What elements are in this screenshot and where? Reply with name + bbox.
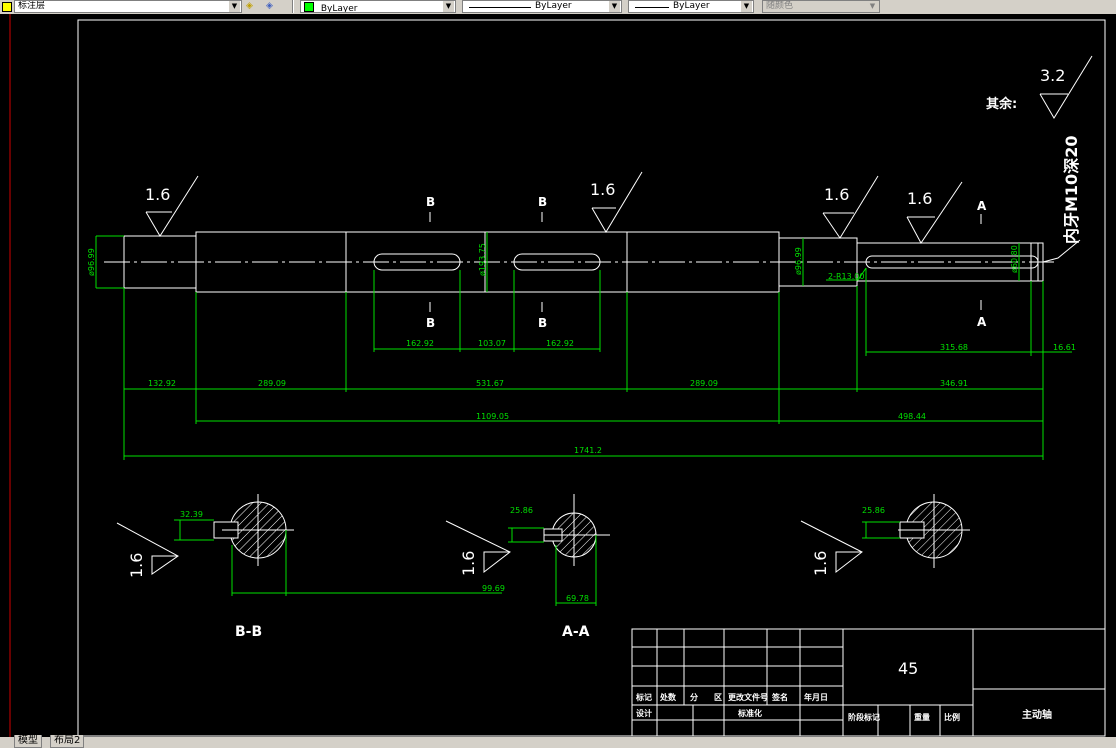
section-aa — [445, 494, 610, 574]
dimension-lines — [95, 232, 1072, 460]
section-mark-b-right-bottom: B — [538, 316, 547, 330]
roughness-symbols — [145, 55, 1093, 244]
color-swatch — [304, 2, 314, 12]
chevron-down-icon: ▼ — [229, 1, 240, 12]
toolbar-separator — [292, 0, 294, 13]
section-mark-a-top: A — [977, 199, 987, 213]
title-part-name: 主动轴 — [1022, 708, 1052, 721]
plotstyle-value: 随颜色 — [766, 1, 794, 11]
title-block-labels: 标记 处数 分 区 更改文件号 签名 年月日 设计 标准化 阶段标记 重量 比例 — [635, 692, 960, 722]
dim-seg2: 289.09 — [258, 379, 286, 388]
section-aa-dim-small: 25.86 — [510, 506, 533, 515]
chevron-down-icon: ▼ — [741, 1, 752, 12]
title-label-zone: 区 — [714, 693, 722, 702]
section-a — [800, 494, 970, 574]
lineweight-dropdown[interactable]: ByLayer ▼ — [628, 0, 754, 13]
section-dim-lines — [174, 519, 900, 606]
section-mark-b-left-top: B — [426, 195, 435, 209]
dim-radius: 2-R13.00 — [828, 272, 864, 281]
title-label-weight: 重量 — [914, 712, 930, 722]
layout-tab-bar: 模型 布局2 — [0, 735, 1116, 748]
dim-left-dia: ø96.99 — [87, 248, 96, 276]
keyway-middle — [513, 253, 601, 271]
roughness-label-3: 1.6 — [824, 185, 849, 204]
roughness-general-value: 3.2 — [1040, 66, 1065, 85]
dim-end-dia: ø60.80 — [1010, 245, 1019, 273]
title-label-scale: 比例 — [944, 712, 960, 722]
dim-key-dia: ø193.75 — [478, 243, 487, 276]
section-marks: B B B B A A — [426, 195, 987, 330]
chevron-down-icon: ▼ — [443, 1, 454, 12]
keyway-left — [373, 253, 461, 271]
section-aa-dim-width: 69.78 — [566, 594, 589, 603]
dim-total-right: 498.44 — [898, 412, 926, 421]
lineweight-sample — [635, 7, 669, 8]
layer-previous-icon[interactable]: ◈ — [266, 1, 273, 11]
dim-total: 1741.2 — [574, 446, 602, 455]
section-a-dim-small: 25.86 — [862, 506, 885, 515]
layer-dropdown[interactable]: 标注层 ▼ — [14, 0, 242, 13]
dim-key2-len: 162.92 — [546, 339, 574, 348]
section-mark-b-left-bottom: B — [426, 316, 435, 330]
dim-seg1: 132.92 — [148, 379, 176, 388]
thread-leader — [1042, 239, 1081, 263]
thread-note: 内牙M10深20 — [1062, 136, 1081, 244]
section-bb-dim-width: 99.69 — [482, 584, 505, 593]
section-mark-a-bottom: A — [977, 315, 987, 329]
roughness-label-2: 1.6 — [590, 180, 615, 199]
section-bb-label: B-B — [235, 624, 262, 640]
dim-end-gap: 16.61 — [1053, 343, 1076, 352]
section-bb-roughness: 1.6 — [127, 553, 146, 578]
dimension-texts: ø96.99 ø193.75 ø96.99 ø60.80 2-R13.00 16… — [87, 243, 1076, 455]
dim-seg3: 531.67 — [476, 379, 504, 388]
lineweight-value: ByLayer — [673, 1, 710, 11]
title-label-mark: 标记 — [635, 692, 652, 702]
linetype-dropdown[interactable]: ByLayer ▼ — [462, 0, 622, 13]
title-label-sign: 签名 — [771, 692, 788, 702]
dim-key3-len: 315.68 — [940, 343, 968, 352]
dim-seg4: 289.09 — [690, 379, 718, 388]
roughness-general-label: 其余: — [986, 96, 1017, 112]
dim-gap: 103.07 — [478, 339, 506, 348]
dim-total-mid: 1109.05 — [476, 412, 509, 421]
title-material: 45 — [898, 659, 918, 678]
dim-key1-len: 162.92 — [406, 339, 434, 348]
dim-seg5: 346.91 — [940, 379, 968, 388]
title-label-date: 年月日 — [804, 692, 828, 702]
section-roughness-texts: 1.6 1.6 1.6 — [127, 551, 830, 578]
section-dim-texts: 32.39 99.69 25.86 69.78 25.86 — [180, 506, 885, 603]
tab-layout2[interactable]: 布局2 — [50, 735, 85, 748]
title-label-design: 设计 — [636, 708, 652, 718]
layer-state-icon — [2, 2, 12, 12]
chevron-down-icon: ▼ — [867, 1, 878, 12]
section-cut-lines — [429, 212, 982, 312]
section-a-roughness: 1.6 — [811, 551, 830, 576]
drawing-frame — [77, 19, 1106, 737]
layer-make-current-icon[interactable]: ◈ — [246, 1, 253, 11]
chevron-down-icon: ▼ — [609, 1, 620, 12]
linetype-value: ByLayer — [535, 1, 572, 11]
title-label-count: 处数 — [659, 692, 677, 702]
plotstyle-dropdown[interactable]: 随颜色 ▼ — [762, 0, 880, 13]
section-bb-dim-small: 32.39 — [180, 510, 203, 519]
properties-toolbar: 标注层 ▼ ◈ ◈ ByLayer ▼ ByLayer ▼ ByLayer ▼ … — [0, 0, 1116, 14]
section-aa-roughness: 1.6 — [459, 551, 478, 576]
dim-right-dia: ø96.99 — [794, 247, 803, 275]
title-label-div: 分 — [690, 692, 698, 702]
tab-model[interactable]: 模型 — [14, 735, 42, 748]
title-block — [631, 628, 1106, 737]
color-value: ByLayer — [320, 4, 358, 13]
section-mark-b-right-top: B — [538, 195, 547, 209]
linetype-sample — [469, 7, 531, 8]
title-label-change-doc: 更改文件号 — [728, 692, 768, 702]
section-aa-label: A-A — [562, 624, 590, 640]
title-label-standard: 标准化 — [737, 708, 762, 718]
roughness-label-1: 1.6 — [145, 185, 170, 204]
shaft-outline — [104, 231, 1054, 293]
roughness-label-4: 1.6 — [907, 189, 932, 208]
title-label-stage: 阶段标记 — [848, 712, 880, 722]
layer-name: 标注层 — [18, 1, 46, 11]
color-dropdown[interactable]: ByLayer ▼ — [300, 0, 456, 13]
